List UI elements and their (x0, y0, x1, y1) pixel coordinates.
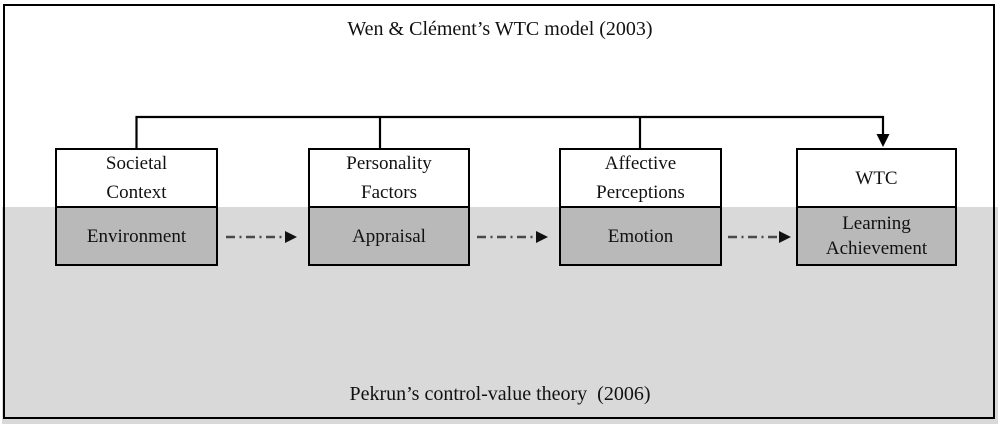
box-bottom-label: Environment (86, 225, 187, 247)
model-box-affective-perceptions: Affective Perceptions Emotion (559, 148, 722, 266)
box-bottom-half: Environment (57, 208, 216, 264)
pekrun-theory-title: Pekrun’s control-value theory (2006) (349, 383, 651, 405)
box-bottom-half: Learning Achievement (798, 208, 955, 264)
box-top-label: WTC (855, 167, 898, 189)
model-box-societal-context: Societal Context Environment (55, 148, 218, 266)
box-top-label: Societal Context (105, 153, 168, 203)
box-top-half: Affective Perceptions (561, 150, 720, 208)
down-arrowhead-icon (876, 134, 890, 147)
box-bottom-half: Emotion (561, 208, 720, 264)
box-bottom-label: Appraisal (352, 225, 426, 247)
box-bottom-half: Appraisal (310, 208, 468, 264)
box-top-half: WTC (798, 150, 955, 208)
box-bottom-label: Emotion (607, 225, 674, 247)
model-box-personality-factors: Personality Factors Appraisal (308, 148, 470, 266)
box-bottom-label: Learning Achievement (825, 213, 928, 259)
box-top-label: Affective Perceptions (596, 153, 685, 203)
box-top-half: Societal Context (57, 150, 216, 208)
top-connector-line (135, 115, 885, 148)
wtc-model-title: Wen & Clément’s WTC model (2003) (347, 18, 653, 40)
model-box-wtc: WTC Learning Achievement (796, 148, 957, 266)
box-top-label: Personality Factors (346, 153, 432, 203)
box-top-half: Personality Factors (310, 150, 468, 208)
